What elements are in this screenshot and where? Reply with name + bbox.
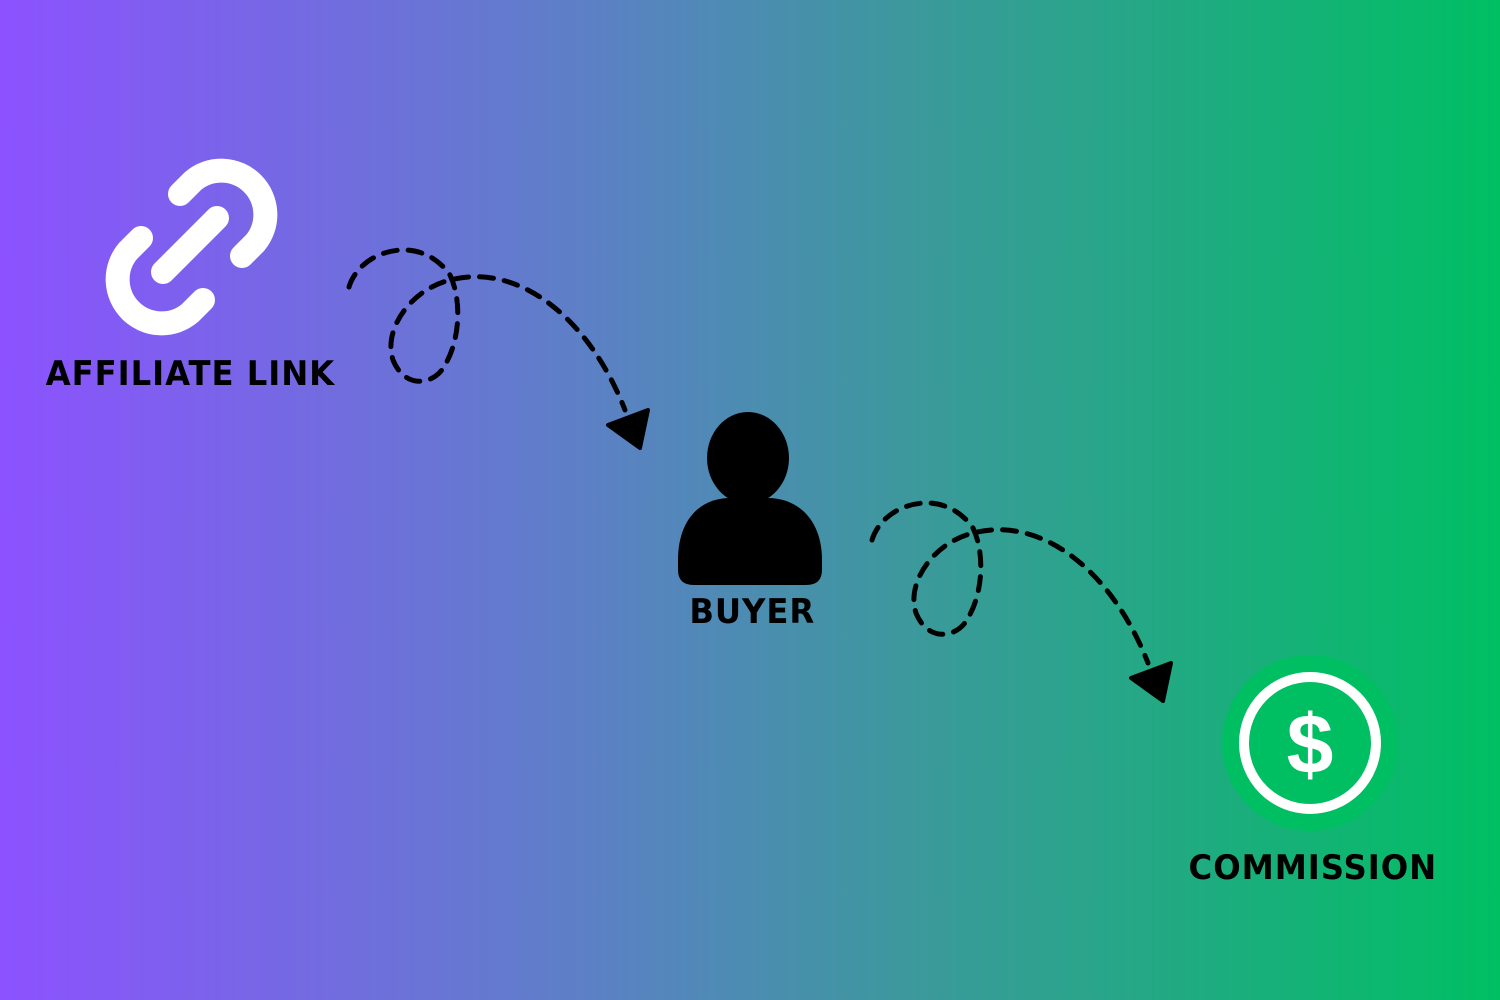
dollar-coin-icon: $ xyxy=(1222,655,1398,831)
affiliate-link-label: AFFILIATE LINK xyxy=(45,354,336,394)
buyer-label: BUYER xyxy=(689,592,816,632)
person-icon xyxy=(678,412,822,585)
dashed-arrow-buyer-to-commission xyxy=(869,500,1173,703)
commission-label: COMMISSION xyxy=(1188,848,1438,888)
svg-text:$: $ xyxy=(1287,697,1334,791)
dashed-arrow-link-to-buyer xyxy=(346,247,650,450)
link-icon xyxy=(105,158,278,336)
